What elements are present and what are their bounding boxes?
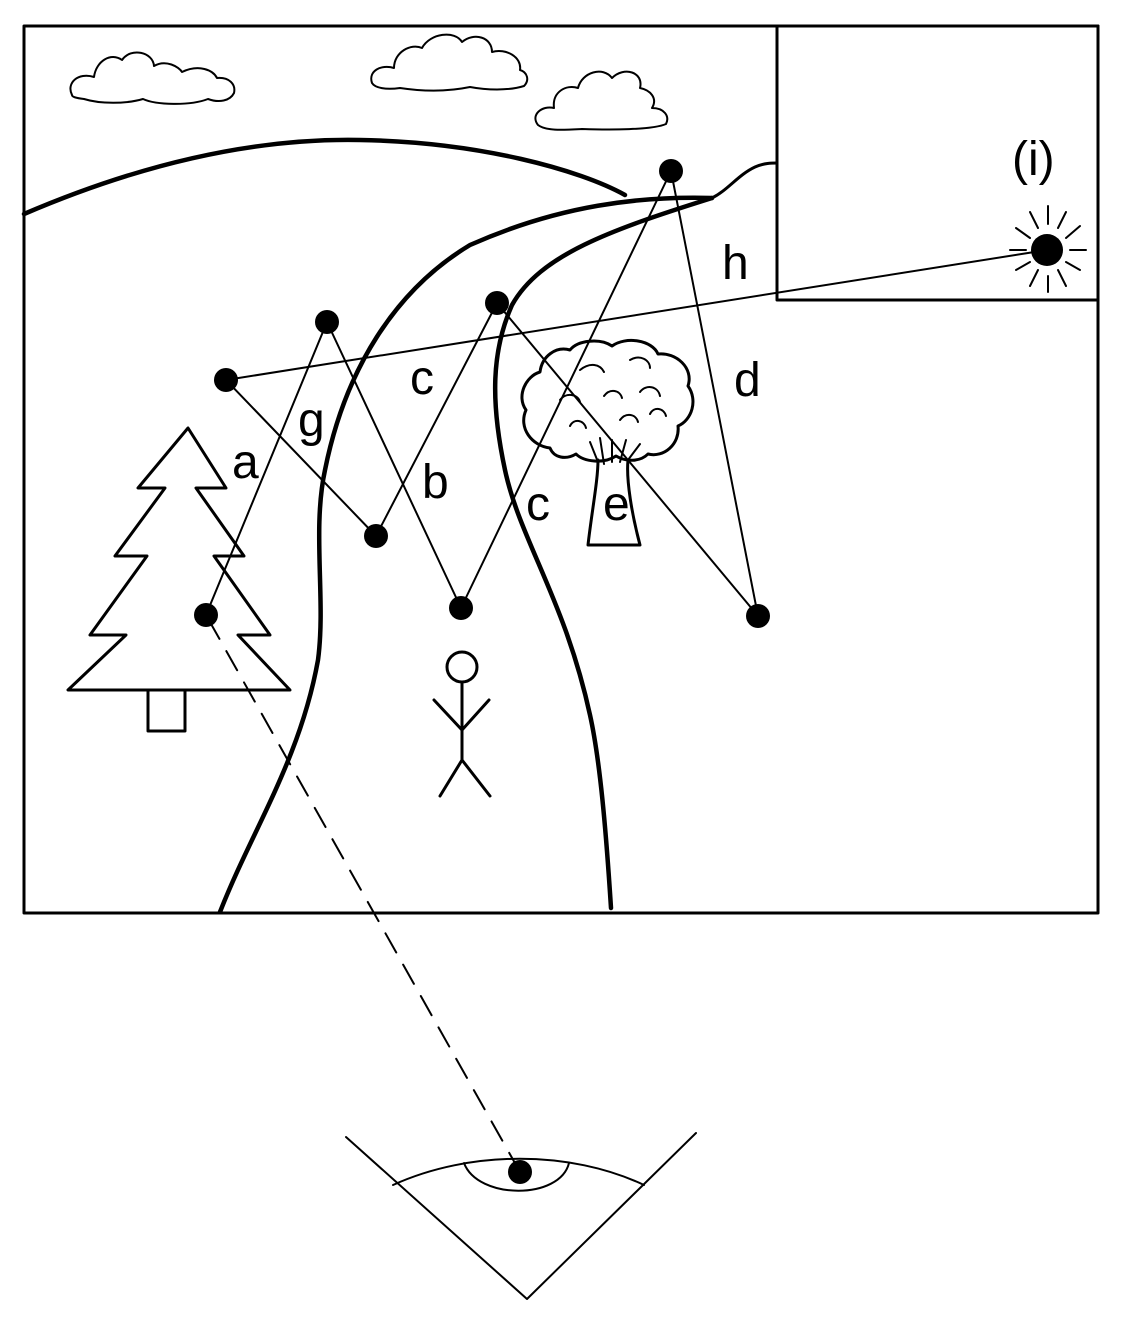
cloud-left xyxy=(70,52,234,103)
label-c-upper: c xyxy=(410,352,434,405)
fixation-point xyxy=(659,159,683,183)
fixation-point xyxy=(449,596,473,620)
cloud-middle xyxy=(371,35,527,91)
cloud-right xyxy=(535,72,667,130)
person-body xyxy=(434,682,490,796)
person-head xyxy=(447,652,477,682)
label-h: h xyxy=(722,237,749,290)
pine-tree-trunk xyxy=(148,690,185,731)
fixation-point xyxy=(364,524,388,548)
label-d: d xyxy=(734,354,761,407)
scanpath-line xyxy=(206,171,1047,616)
path-left-edge xyxy=(220,198,712,912)
deciduous-tree-crown xyxy=(522,340,693,461)
path-right-edge xyxy=(495,198,712,908)
fixation-point xyxy=(315,310,339,334)
fixation-point xyxy=(746,604,770,628)
hill-horizon xyxy=(24,140,625,214)
label-g: g xyxy=(298,394,325,447)
eye-pupil xyxy=(508,1160,532,1184)
fixation-point xyxy=(485,291,509,315)
fixation-point xyxy=(194,603,218,627)
label-b: b xyxy=(422,456,449,509)
label-e: e xyxy=(603,478,630,531)
gaze-ray-dashed xyxy=(206,615,520,1172)
label-c-lower: c xyxy=(526,478,550,531)
label-a: a xyxy=(232,436,259,489)
fixation-point-sun xyxy=(1031,234,1063,266)
label-i: (i) xyxy=(1012,133,1055,186)
distant-hill xyxy=(712,163,777,198)
fixation-point xyxy=(214,368,238,392)
